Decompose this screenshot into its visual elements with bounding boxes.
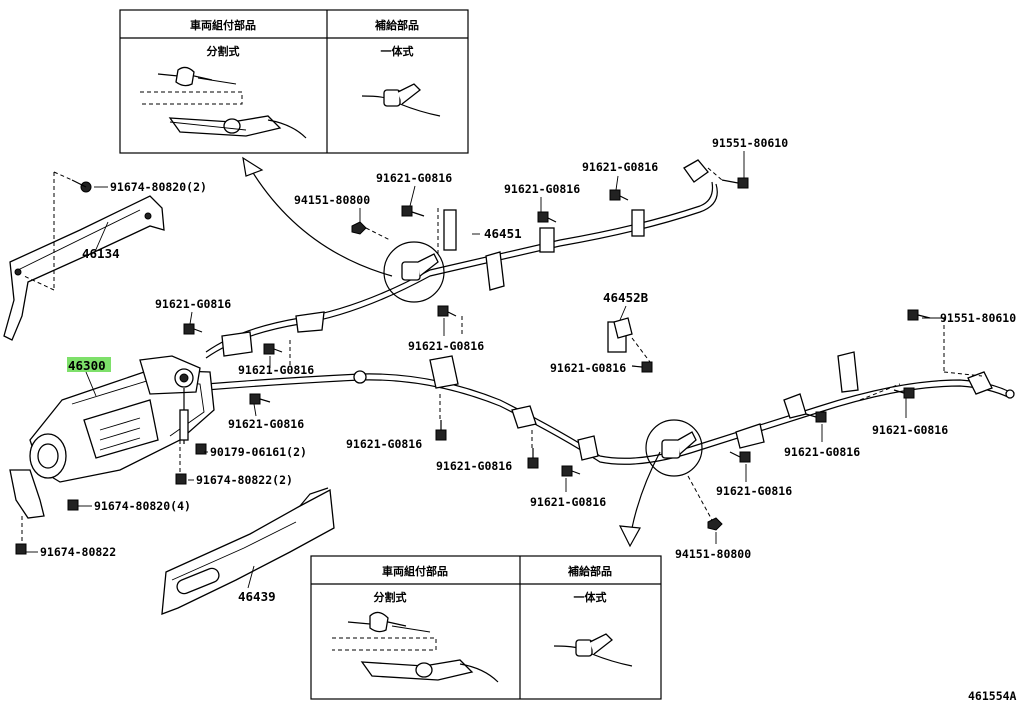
cover-46439 [161,487,335,615]
split-type-sketch-bottom [332,611,499,683]
highlight-46300 [67,357,111,372]
inset-top-right-header: 補給部品 [374,18,419,32]
fasteners [15,177,931,555]
detail-circle-front [383,241,445,303]
bolt-icon [631,361,653,373]
label-91621-g0816-a: 91621-G0816 [376,171,452,185]
label-46134: 46134 [82,246,120,261]
bolt-icon [527,448,539,469]
label-91674-80820-4: 91674-80820(4) [94,499,191,513]
label-91674-80820-2: 91674-80820(2) [110,180,207,194]
bolt-icon [437,305,457,317]
inset-bottom-right-header: 補給部品 [567,564,612,578]
callout-labels: 91674-80820(2) 46134 94151-80800 91621-G… [40,136,1017,703]
nut-icon [707,517,723,531]
bracket-icon-46452b [613,317,633,339]
arrow-head-bottom [618,525,641,548]
label-46439: 46439 [238,589,276,604]
split-type-sketch [140,66,307,139]
inset-bottom-right-caption: 一体式 [574,590,607,604]
label-91621-g0816-h: 91621-G0816 [228,417,304,431]
parking-brake-assembly-46300 [9,355,215,519]
integral-type-sketch-bottom [553,633,633,667]
bolt-icon [401,205,425,217]
bracket-46134 [3,195,165,341]
arrow-to-top-inset [249,167,393,277]
bolt-icon [609,189,629,201]
bolt-icon [15,543,27,555]
label-91551-80610-right: 91551-80610 [940,311,1016,325]
label-91621-g0816-i: 91621-G0816 [346,437,422,451]
label-91674-80822: 91674-80822 [40,545,116,559]
bolt-icon [71,179,92,193]
bolt-icon [263,343,283,355]
label-91621-g0816-l: 91621-G0816 [872,423,948,437]
detail-circle-rear [645,419,703,477]
label-46452b: 46452B [603,290,649,305]
inset-top-left-header: 車両組付部品 [190,18,256,32]
bolt-icon [67,499,79,511]
label-91621-g0816-m: 91621-G0816 [784,445,860,459]
label-91621-g0816-f: 91621-G0816 [550,361,626,375]
label-91621-g0816-k: 91621-G0816 [530,495,606,509]
bolt-icon [183,323,203,335]
bolt-icon [537,211,557,223]
inset-bottom-left-header: 車両組付部品 [382,564,448,578]
parking-brake-cables [205,159,1015,465]
inset-box-top: 車両組付部品 補給部品 分割式 一体式 [119,9,469,154]
bolt-icon [721,177,749,189]
label-94151-80800-bottom: 94151-80800 [675,547,751,561]
bolt-icon [435,420,447,441]
label-91621-g0816-b: 91621-G0816 [504,182,580,196]
label-91621-g0816-d: 91621-G0816 [155,297,231,311]
bolt-icon [175,473,187,485]
bolt-icon [729,451,751,463]
label-46451: 46451 [484,226,522,241]
label-91621-g0816-g: 91621-G0816 [238,363,314,377]
label-91621-g0816-n: 91621-G0816 [716,484,792,498]
inset-box-bottom: 車両組付部品 補給部品 分割式 一体式 [310,555,662,700]
arrow-head-top [242,156,264,177]
label-91674-80822-2: 91674-80822(2) [196,473,293,487]
inset-top-right-caption: 一体式 [381,44,414,58]
bolt-icon [907,309,931,321]
bolt-icon [249,393,271,405]
label-91551-80610-top: 91551-80610 [712,136,788,150]
integral-type-sketch [361,83,441,117]
bolt-icon [195,443,207,455]
bolt-icon [805,411,827,423]
label-94151-80800-top: 94151-80800 [294,193,370,207]
nut-icon [351,221,367,235]
arrow-to-bottom-inset [631,451,661,529]
inset-top-left-caption: 分割式 [207,44,240,58]
leader-lines [21,151,983,589]
diagram-id: 461554A [968,689,1017,703]
label-90179-06161-2: 90179-06161(2) [210,445,307,459]
label-46300[interactable]: 46300 [68,358,106,373]
label-91621-g0816-e: 91621-G0816 [408,339,484,353]
label-91621-g0816-c: 91621-G0816 [582,160,658,174]
bolt-icon [893,387,915,399]
label-91621-g0816-j: 91621-G0816 [436,459,512,473]
inset-bottom-left-caption: 分割式 [374,590,407,604]
bolt-icon [561,465,581,477]
